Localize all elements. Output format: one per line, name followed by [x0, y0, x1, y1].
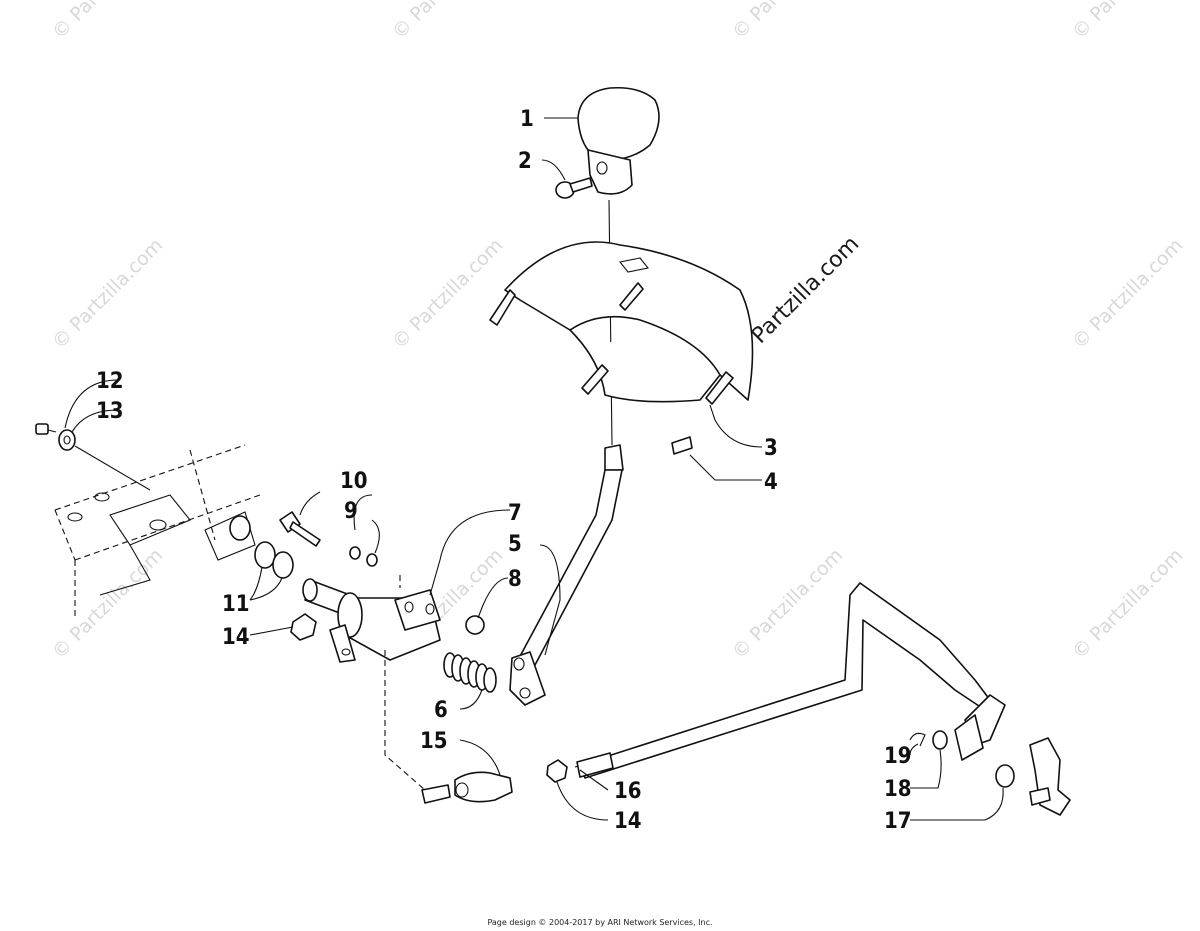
callout-16: 16 — [614, 779, 642, 804]
rod-end-right — [954, 694, 1006, 761]
watermark: © Partzilla.com — [728, 0, 847, 44]
callout-8: 8 — [508, 567, 522, 592]
bolt-part-10 — [279, 511, 321, 547]
footer-copyright: Page design © 2004-2017 by ARI Network S… — [487, 918, 713, 927]
callout-13: 13 — [96, 399, 124, 424]
watermark: © Partzilla.com — [388, 234, 507, 353]
leader-lines — [64, 117, 1004, 821]
o-ring-part-11b — [272, 551, 294, 579]
callout-11: 11 — [222, 592, 250, 617]
callout-19: 19 — [884, 744, 912, 769]
nut-part-14-lower — [546, 759, 568, 783]
nut-part-9 — [349, 546, 361, 560]
watermark: © Partzilla.com — [728, 544, 847, 663]
callout-4: 4 — [764, 470, 778, 495]
shift-lever-part-5 — [509, 444, 624, 706]
watermark: © Partzilla.com — [1068, 234, 1187, 353]
nut-part-14 — [290, 613, 317, 641]
callout-9: 9 — [344, 499, 358, 524]
callout-7: 7 — [508, 501, 522, 526]
ball-joint-part-15 — [421, 771, 513, 804]
washer-part-18 — [932, 730, 948, 750]
knob-part-1 — [577, 86, 660, 195]
bolt-part-12 — [35, 423, 57, 435]
spring-part-6 — [443, 652, 497, 693]
callout-17: 17 — [884, 809, 912, 834]
callout-18: 18 — [884, 777, 912, 802]
watermark: © Partzilla.com — [48, 0, 167, 44]
callout-numbers: 1 2 3 4 7 5 8 6 15 10 9 11 14 12 13 16 1… — [96, 107, 912, 834]
watermark: © Partzilla.com — [388, 0, 507, 44]
screw-part-2 — [555, 177, 593, 199]
callout-15: 15 — [420, 729, 448, 754]
callout-6: 6 — [434, 698, 448, 723]
callout-2: 2 — [518, 149, 532, 174]
callout-12: 12 — [96, 369, 124, 394]
bellcrank — [1029, 737, 1071, 816]
threaded-end-part-16 — [576, 752, 614, 778]
pivot-shaft-assembly — [302, 578, 441, 663]
clip-part-19 — [909, 732, 926, 747]
callout-14-lower: 14 — [614, 809, 642, 834]
nut-part-8 — [465, 615, 485, 635]
callout-1: 1 — [520, 107, 534, 132]
nut-part-9b — [366, 553, 378, 567]
callout-5: 5 — [508, 532, 522, 557]
callout-3: 3 — [764, 436, 778, 461]
clip-part-3 — [671, 436, 693, 455]
washer-part-13 — [58, 429, 76, 451]
callout-14-upper: 14 — [222, 625, 250, 650]
callout-10: 10 — [340, 469, 368, 494]
watermark: © Partzilla.com — [48, 234, 167, 353]
o-ring-part-11a — [254, 541, 276, 569]
watermark: © Partzilla.com — [48, 544, 167, 663]
leader-line — [74, 445, 151, 491]
shift-cover — [489, 241, 754, 405]
alignment-line — [608, 199, 613, 446]
washer-part-17 — [995, 764, 1015, 788]
watermark: © Partzilla.com — [1068, 0, 1187, 44]
frame-outline — [54, 444, 261, 620]
watermark: © Partzilla.com — [1068, 544, 1187, 663]
